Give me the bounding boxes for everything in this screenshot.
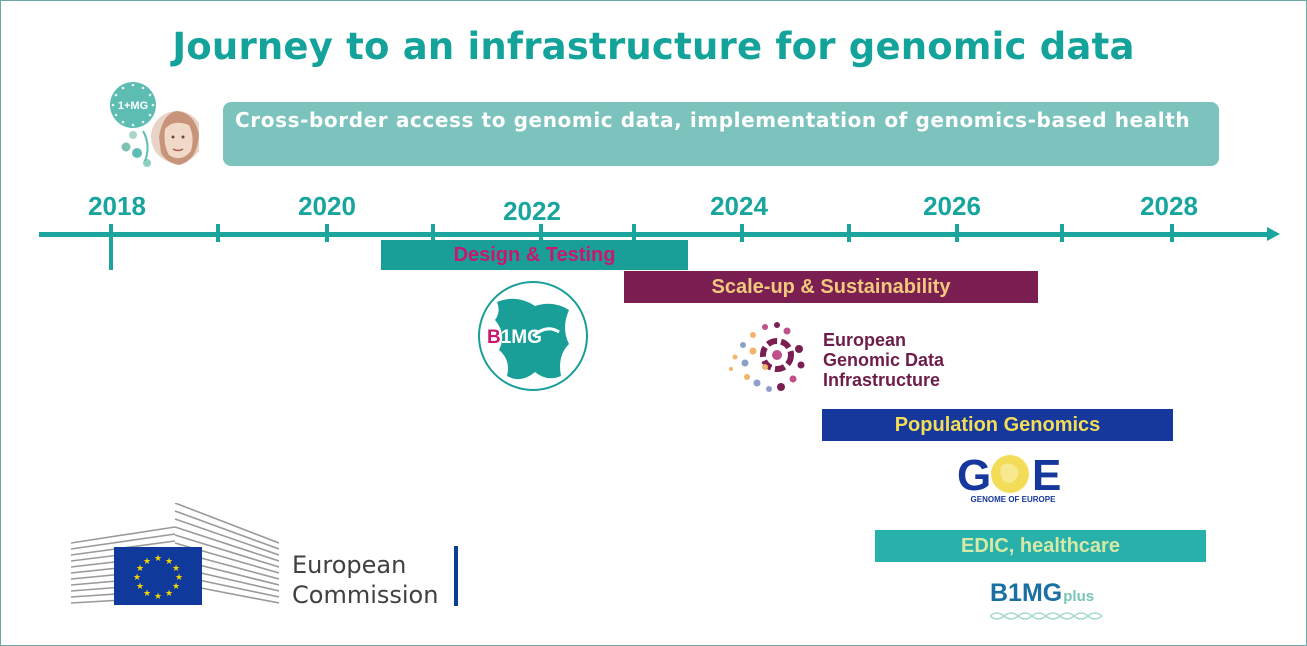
slide-title: Journey to an infrastructure for genomic… — [172, 25, 1135, 68]
tick-2021 — [431, 224, 435, 242]
svg-text:★: ★ — [172, 582, 180, 592]
tick-2020 — [325, 224, 329, 242]
genome-of-europe-logo: G E — [957, 451, 1061, 496]
ec-line-1: European — [292, 551, 407, 579]
tick-2019 — [216, 224, 220, 242]
timeline-arrow-icon — [1267, 227, 1280, 241]
egdi-logo — [729, 322, 805, 392]
year-2024: 2024 — [710, 191, 768, 221]
svg-text:★: ★ — [154, 554, 162, 564]
b1mg-logo: B1MG — [478, 281, 588, 391]
phase-design-testing: Design & Testing — [381, 240, 688, 270]
egdi-name: European Genomic Data Infrastructure — [823, 330, 944, 390]
ec-line-2: Commission — [292, 581, 439, 609]
egdi-line-3: Infrastructure — [823, 370, 941, 390]
year-2018: 2018 — [88, 191, 146, 221]
tick-2028 — [1170, 224, 1174, 242]
phase-edic-healthcare: EDIC, healthcare — [875, 530, 1206, 562]
timeline-axis — [39, 232, 1271, 237]
svg-text:★: ★ — [165, 557, 173, 567]
year-2020: 2020 — [298, 191, 356, 221]
b1mg-label: B1MG — [487, 327, 542, 348]
egdi-line-1: European — [823, 330, 907, 350]
b1mgplus-logo: B1MGplus — [990, 579, 1094, 608]
svg-text:★: ★ — [136, 582, 144, 592]
phase-population-genomics: Population Genomics — [822, 409, 1173, 441]
goal-banner: Cross-border access to genomic data, imp… — [223, 102, 1219, 166]
svg-text:★: ★ — [175, 573, 183, 583]
tick-2018 — [109, 224, 113, 270]
dna-strand-icon — [990, 612, 1102, 620]
svg-text:★: ★ — [143, 589, 151, 599]
goe-subtitle: GENOME OF EUROPE — [970, 495, 1056, 504]
ec-accent-bar — [454, 546, 458, 606]
svg-text:★: ★ — [133, 573, 141, 583]
one-plus-mg-logo: 1+MG — [110, 82, 199, 167]
year-2026: 2026 — [923, 191, 981, 221]
year-2022: 2022 — [503, 196, 561, 226]
svg-text:★: ★ — [154, 592, 162, 602]
egdi-line-2: Genomic Data — [823, 350, 945, 370]
svg-text:★: ★ — [136, 564, 144, 574]
svg-text:★: ★ — [165, 589, 173, 599]
one-mg-label: 1+MG — [118, 100, 148, 112]
svg-text:★: ★ — [172, 564, 180, 574]
phase-scale-up: Scale-up & Sustainability — [624, 271, 1038, 303]
svg-text:★: ★ — [143, 557, 151, 567]
b1mgplus-suffix: plus — [1063, 588, 1095, 605]
tick-2025 — [847, 224, 851, 242]
svg-text:G: G — [957, 451, 991, 496]
svg-text:E: E — [1032, 451, 1061, 496]
year-2028: 2028 — [1140, 191, 1198, 221]
tick-2024 — [740, 224, 744, 242]
tick-2027 — [1060, 224, 1064, 242]
tick-2022 — [539, 224, 543, 242]
ec-name: European Commission — [292, 550, 438, 610]
tick-2023 — [632, 224, 636, 242]
tick-2026 — [955, 224, 959, 242]
european-commission-logo: ★★★ ★★★ ★★★ ★★★ — [71, 503, 279, 605]
b1mgplus-main: B1MG — [990, 579, 1063, 607]
